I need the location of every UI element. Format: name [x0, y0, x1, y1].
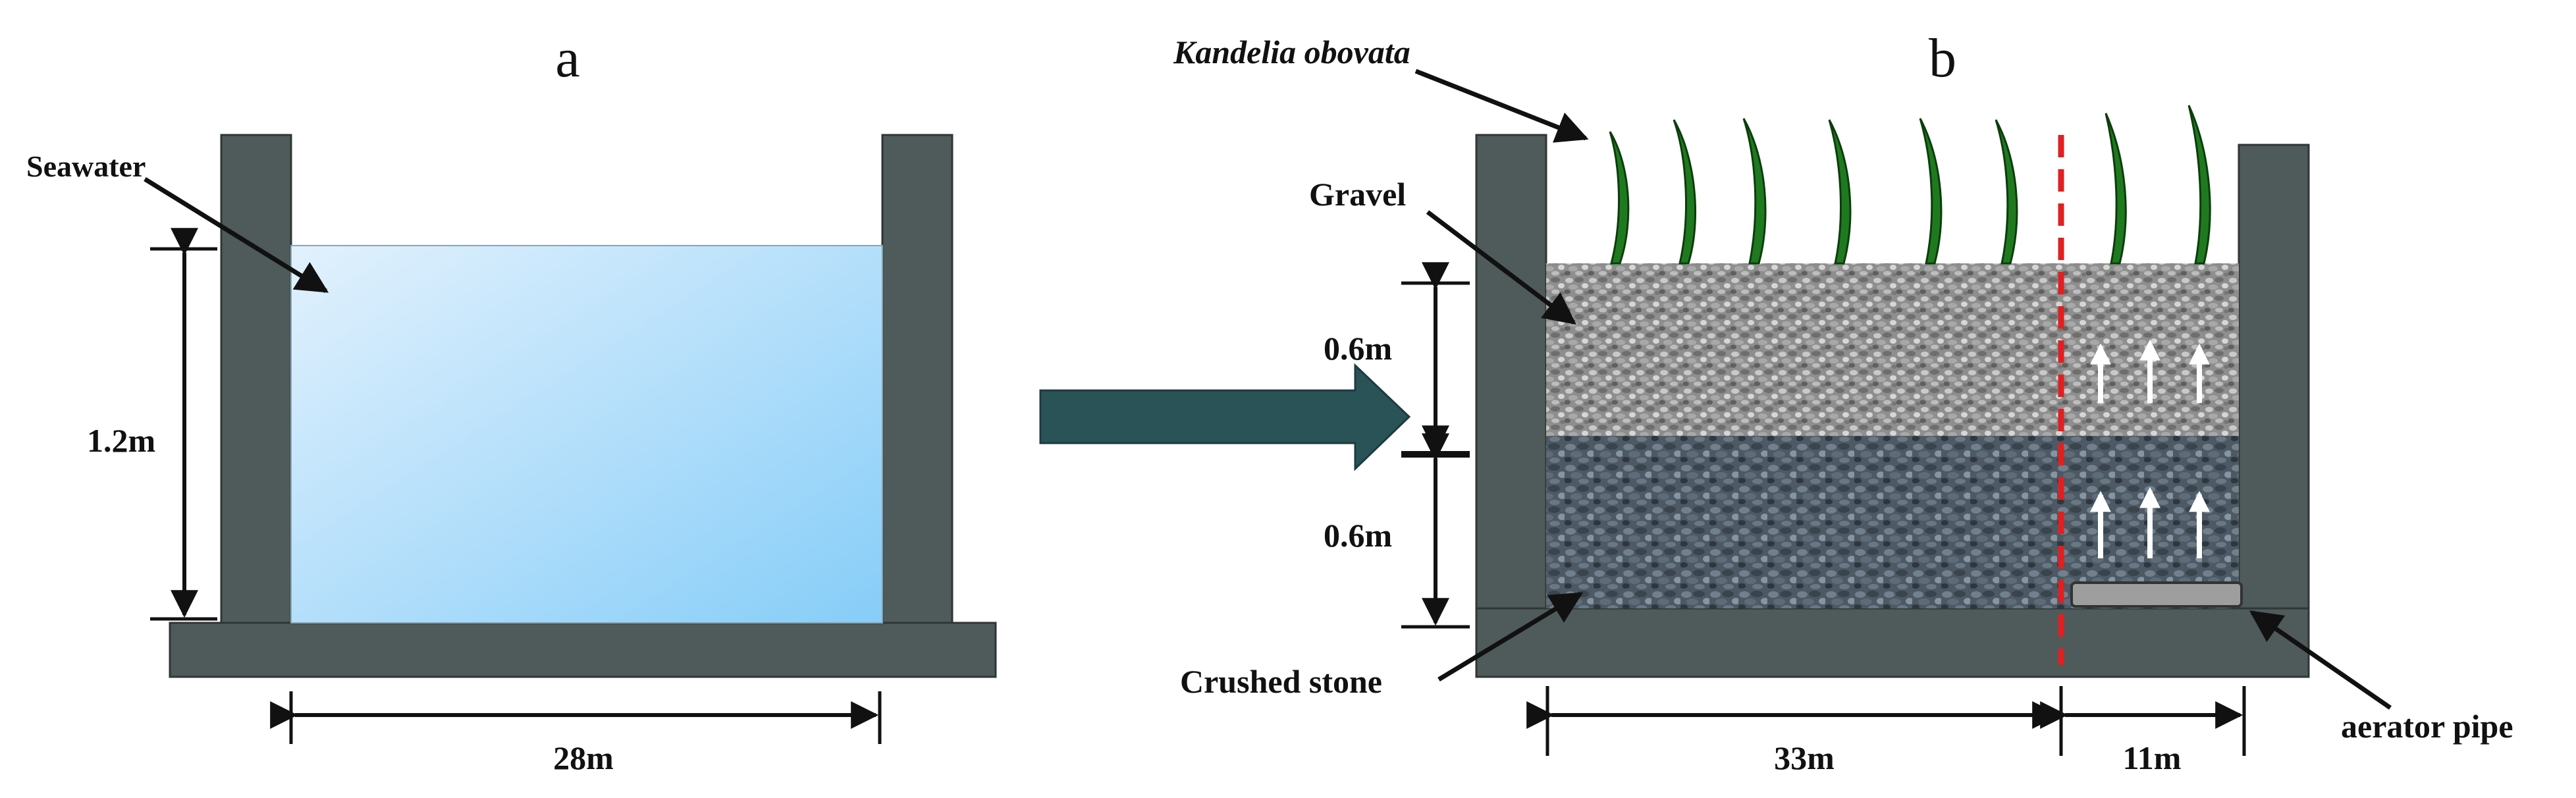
leaf-icon: [2105, 113, 2127, 265]
width-label-a: 28m: [553, 739, 614, 776]
seawater-label: Seawater: [26, 149, 146, 183]
tank-b-right-wall: [2238, 144, 2310, 678]
aerator-label: aerator pipe: [2341, 708, 2513, 745]
tank-a-base: [169, 622, 997, 678]
width-dimension-b: [1526, 686, 2246, 756]
crushed-stone-label: Crushed stone: [1180, 663, 1382, 700]
leaf-icon: [2187, 105, 2211, 265]
aerator-pipe: [2070, 581, 2243, 608]
kandelia-pointer: [1414, 68, 1589, 143]
crushed-stone-layer: [1546, 436, 2239, 608]
height-label-a: 1.2m: [87, 422, 155, 459]
seawater-fill: [290, 245, 883, 624]
kandelia-plants: [1609, 105, 2211, 265]
panel-b-letter: b: [1929, 28, 1956, 89]
tank-b-left-wall: [1475, 134, 1547, 678]
width-left-label: 33m: [1774, 739, 1835, 776]
height-dimension-a: [150, 228, 217, 621]
leaf-icon: [1742, 118, 1767, 265]
right-arrow-icon: [1039, 363, 1411, 471]
seawater-pointer: [144, 177, 329, 293]
gravel-layer: [1546, 263, 2239, 436]
width-dimension-a: [270, 691, 882, 744]
upper-depth-label: 0.6m: [1324, 330, 1392, 367]
crushed-stone-pointer: [1437, 592, 1584, 681]
lower-depth-label: 0.6m: [1324, 517, 1392, 554]
depth-dimension-b: [1401, 262, 1470, 629]
leaf-icon: [1828, 119, 1852, 265]
width-right-label: 11m: [2123, 739, 2182, 776]
leaf-icon: [1919, 118, 1943, 265]
leaf-icon: [1995, 119, 2018, 265]
leaf-icon: [1609, 131, 1630, 265]
kandelia-label: Kandelia obovata: [1173, 34, 1410, 70]
aeration-arrows: [2090, 339, 2210, 558]
tank-b-base: [1475, 607, 2310, 678]
panel-a: a Seawater 1.2m 28m: [26, 28, 997, 776]
panel-a-letter: a: [555, 28, 579, 89]
gravel-label: Gravel: [1309, 176, 1406, 213]
aerator-pointer: [2249, 610, 2392, 710]
leaf-icon: [1673, 119, 1697, 265]
tank-a-right-wall: [881, 134, 953, 624]
gravel-pointer: [1426, 210, 1576, 325]
panel-b: b: [1173, 28, 2513, 776]
tank-a-left-wall: [220, 134, 292, 624]
